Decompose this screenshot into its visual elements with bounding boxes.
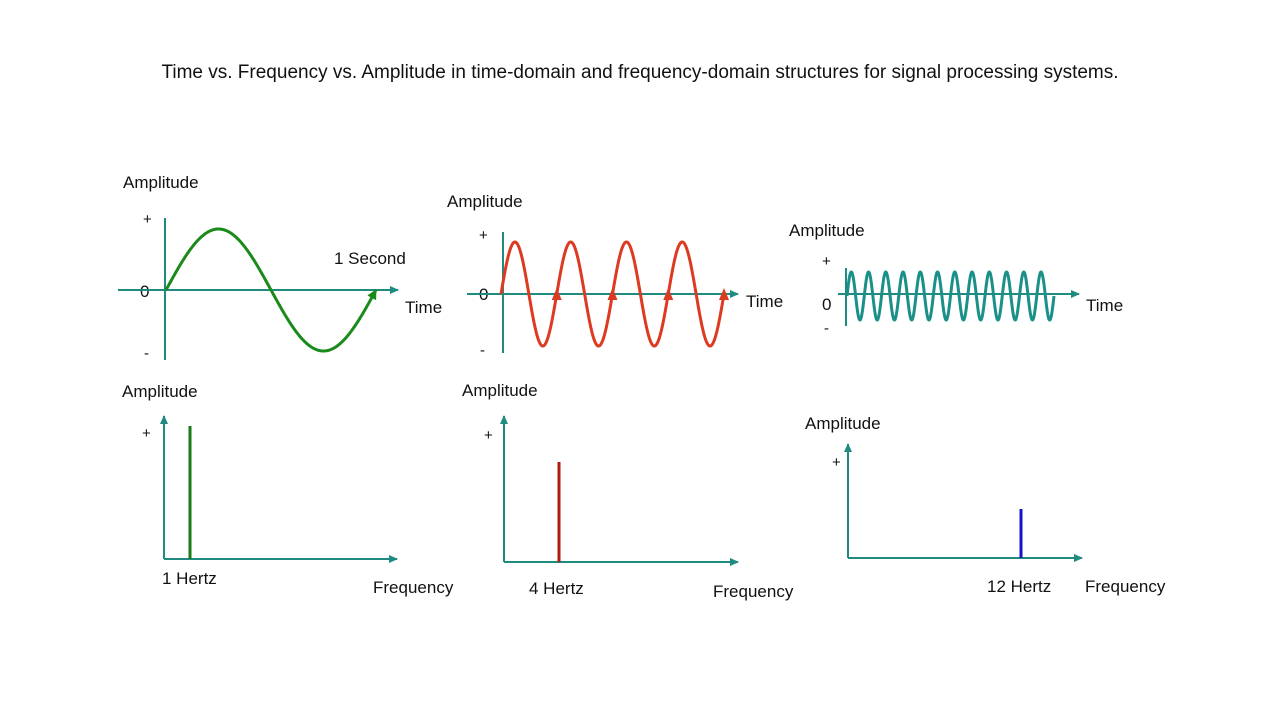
one-second-annotation: 1 Second — [334, 249, 406, 268]
frequency-label: Frequency — [373, 578, 454, 597]
minus-sign: - — [144, 345, 149, 362]
cycle-markers — [551, 288, 729, 300]
minus-sign: - — [824, 320, 829, 337]
time-panel-4hz: Amplitude + 0 - Time — [447, 192, 783, 359]
cycle-marker-arrow — [551, 288, 562, 300]
amplitude-label: Amplitude — [122, 382, 198, 401]
plus-sign: + — [832, 454, 841, 471]
amplitude-label: Amplitude — [447, 192, 523, 211]
time-label: Time — [405, 298, 442, 317]
sine-wave-12hz — [845, 270, 1056, 322]
time-panel-1hz: Amplitude + 0 - 1 Second Time — [118, 173, 442, 362]
amplitude-label: Amplitude — [462, 381, 538, 400]
frequency-panel-4hz: Amplitude + 4 Hertz Frequency — [462, 381, 794, 601]
plus-sign: + — [822, 253, 831, 270]
spike-label: 1 Hertz — [162, 569, 217, 588]
amplitude-label: Amplitude — [789, 221, 865, 240]
cycle-marker-arrow — [607, 288, 618, 300]
plus-sign: + — [143, 211, 152, 228]
plus-sign: + — [479, 227, 488, 244]
plus-sign: + — [484, 427, 493, 444]
cycle-marker-arrow — [663, 288, 674, 300]
amplitude-label: Amplitude — [805, 414, 881, 433]
cycle-marker-arrow — [719, 288, 729, 300]
time-label: Time — [1086, 296, 1123, 315]
plus-sign: + — [142, 425, 151, 442]
sine-wave-1hz — [164, 227, 378, 353]
zero-label: 0 — [822, 295, 831, 314]
time-panel-12hz: Amplitude + 0 - Time — [789, 221, 1123, 337]
amplitude-label: Amplitude — [123, 173, 199, 192]
spike-label: 4 Hertz — [529, 579, 584, 598]
spike-label: 12 Hertz — [987, 577, 1051, 596]
frequency-label: Frequency — [1085, 577, 1166, 596]
zero-label: 0 — [140, 282, 149, 301]
frequency-label: Frequency — [713, 582, 794, 601]
time-label: Time — [746, 292, 783, 311]
minus-sign: - — [480, 342, 485, 359]
figure-title: Time vs. Frequency vs. Amplitude in time… — [161, 62, 1119, 83]
frequency-panel-1hz: Amplitude + 1 Hertz Frequency — [122, 382, 454, 597]
frequency-panel-12hz: Amplitude + 12 Hertz Frequency — [805, 414, 1166, 596]
